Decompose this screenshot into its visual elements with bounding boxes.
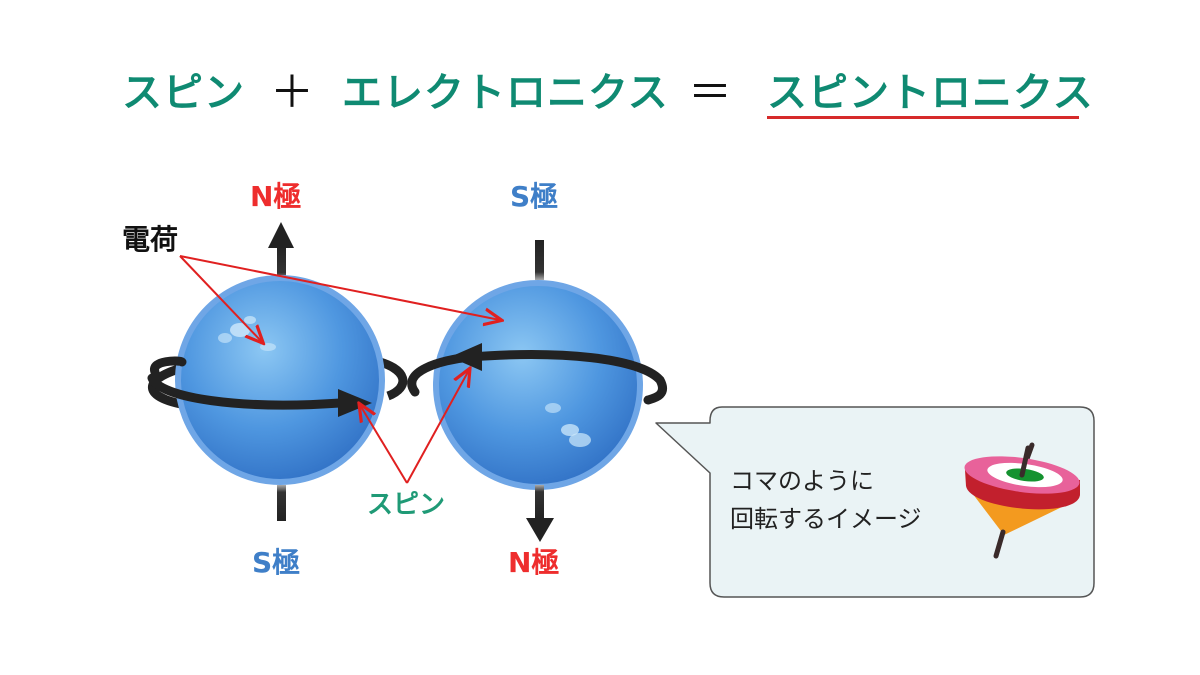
bubble-line-2: 回転するイメージ <box>730 505 922 533</box>
equals-sign: ＝ <box>688 67 733 118</box>
spin-arrowhead-right-icon <box>338 389 372 417</box>
charge-label: 電荷 <box>122 223 179 256</box>
speech-bubble <box>655 406 1095 598</box>
charge-pointers <box>179 255 500 342</box>
right-bottom-n-pole-label: N極 <box>508 546 560 579</box>
equation-result-spintronics: スピントロニクス <box>767 66 1093 119</box>
arrow-down-icon <box>526 518 554 542</box>
sphere-left <box>175 275 385 485</box>
bubble-line-1: コマのように <box>730 467 874 495</box>
spinning-top-icon <box>964 442 1080 559</box>
left-bottom-s-pole-label: S極 <box>252 546 301 579</box>
s-pole-stem <box>277 485 286 521</box>
equation-term-spin: スピン <box>122 70 245 116</box>
s-pole-stem-top <box>535 240 544 280</box>
n-pole-arrow-stem <box>277 244 286 280</box>
equation-term-electronics: エレクトロニクス <box>342 70 669 116</box>
left-top-n-pole-label: N極 <box>250 180 302 213</box>
arrow-up-icon <box>268 222 294 248</box>
n-pole-arrow-stem <box>535 485 544 519</box>
spin-pointers <box>360 370 469 484</box>
right-top-s-pole-label: S極 <box>510 180 559 213</box>
right-particle <box>407 240 667 542</box>
spin-arrowhead-left-icon <box>450 343 482 371</box>
spin-label: スピン <box>367 490 446 520</box>
plus-sign: ＋ <box>270 67 315 118</box>
left-particle <box>147 222 408 521</box>
